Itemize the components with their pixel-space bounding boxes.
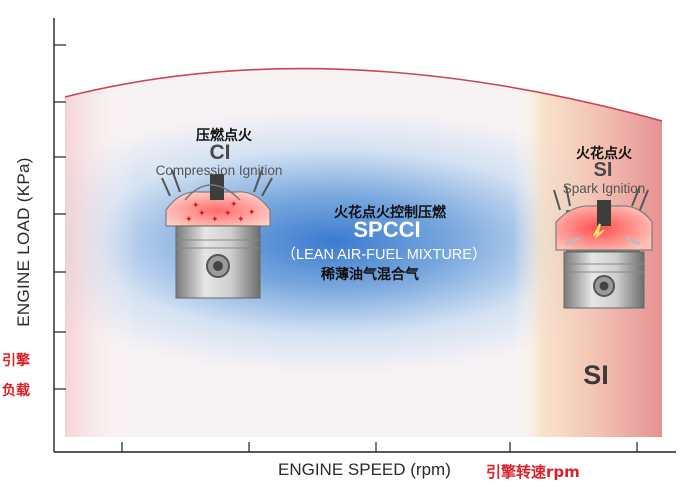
svg-text:✦: ✦ [198,209,206,219]
spcci-title-cn: 火花点火控制压燃 [334,205,446,221]
x-axis-ticks [121,442,638,452]
load-limit-curve [64,67,663,122]
si-abbr: SI [593,159,613,181]
svg-text:✦: ✦ [230,200,238,210]
ci-piston-illustration: ✦✦✦ ✦✦✦ ✦✦ [161,169,273,299]
svg-text:✦: ✦ [185,215,193,225]
si-title-cn: 火花点火 [576,146,632,162]
ci-name: Compression Ignition [155,163,283,178]
ci-abbr: CI [209,141,231,164]
y-axis-label-cn: 引擎负载 [2,353,30,399]
svg-text:✦: ✦ [224,209,232,219]
ci-title-cn: 压燃点火 [196,128,252,144]
svg-text:✦: ✦ [237,215,245,225]
zone-edge-tint [65,68,662,437]
si-zone-label: SI [583,360,609,390]
si-name: Spark Ignition [562,181,646,196]
y-axis-ticks [54,44,66,390]
y-axis-label: ENGINE LOAD (KPa) [14,157,33,327]
svg-text:✦: ✦ [211,215,219,225]
spcci-abbr: SPCCI [353,217,421,242]
spcci-note-cn: 稀薄油气混合气 [321,267,419,283]
si-piston-illustration [553,185,653,309]
x-axis-label-cn: 引擎转速rpm [486,463,580,481]
svg-text:✦: ✦ [248,208,256,218]
x-axis-label: ENGINE SPEED (rpm) [278,460,451,479]
svg-text:✦: ✦ [192,201,200,211]
spcci-note: （LEAN AIR-FUEL MIXTURE） [281,247,487,263]
